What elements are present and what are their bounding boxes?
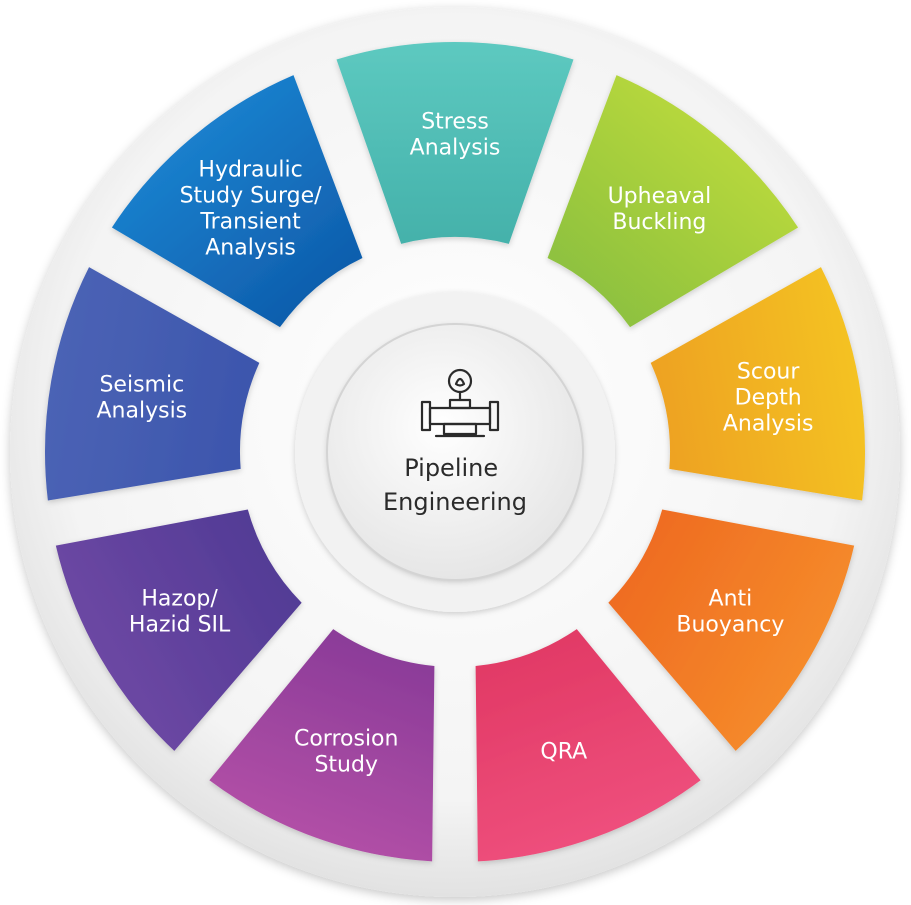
- segment-label-line: Analysis: [205, 235, 296, 260]
- segment-scour-depth-analysis: [650, 267, 865, 501]
- center-hub: Pipeline Engineering: [326, 323, 584, 581]
- segment-label-hazop-hazid-sil: Hazop/Hazid SIL: [129, 587, 231, 638]
- segment-label-line: Upheaval: [608, 184, 712, 209]
- segment-label-line: Study: [314, 753, 378, 778]
- segment-anti-buoyancy: [608, 509, 855, 751]
- segment-stress-analysis: [336, 42, 574, 244]
- center-title-line-1: Pipeline: [404, 454, 498, 482]
- segment-label-line: Analysis: [410, 136, 501, 161]
- pipeline-valve-icon: [420, 368, 500, 438]
- segment-seismic-analysis: [44, 267, 260, 501]
- segment-label-qra: QRA: [540, 740, 587, 765]
- segment-label-line: Hazid SIL: [129, 613, 231, 638]
- segment-label-line: Corrosion: [294, 727, 398, 752]
- segment-label-line: QRA: [540, 740, 587, 765]
- segment-label-line: Analysis: [97, 398, 188, 423]
- segment-label-line: Transient: [199, 209, 301, 234]
- segment-upheaval-buckling: [547, 75, 799, 328]
- segment-qra: [475, 629, 701, 862]
- center-title: Pipeline Engineering: [383, 454, 527, 516]
- segment-label-line: Analysis: [723, 411, 814, 436]
- segment-label-line: Buoyancy: [676, 613, 784, 638]
- segment-label-line: Depth: [735, 385, 802, 410]
- segment-label-line: Anti: [709, 587, 753, 612]
- segment-hydraulic-study: [111, 75, 363, 328]
- segment-label-line: Hazop/: [141, 587, 218, 612]
- segment-label-line: Scour: [737, 359, 800, 384]
- center-title-line-2: Engineering: [383, 488, 527, 516]
- segment-label-line: Seismic: [99, 372, 184, 397]
- segment-hazop-hazid-sil: [55, 509, 302, 751]
- segment-label-line: Stress: [421, 110, 489, 135]
- segment-corrosion-study: [209, 629, 435, 862]
- segment-label-line: Buckling: [612, 210, 706, 235]
- segment-label-line: Hydraulic: [198, 157, 302, 182]
- segment-label-line: Study Surge/: [180, 183, 323, 208]
